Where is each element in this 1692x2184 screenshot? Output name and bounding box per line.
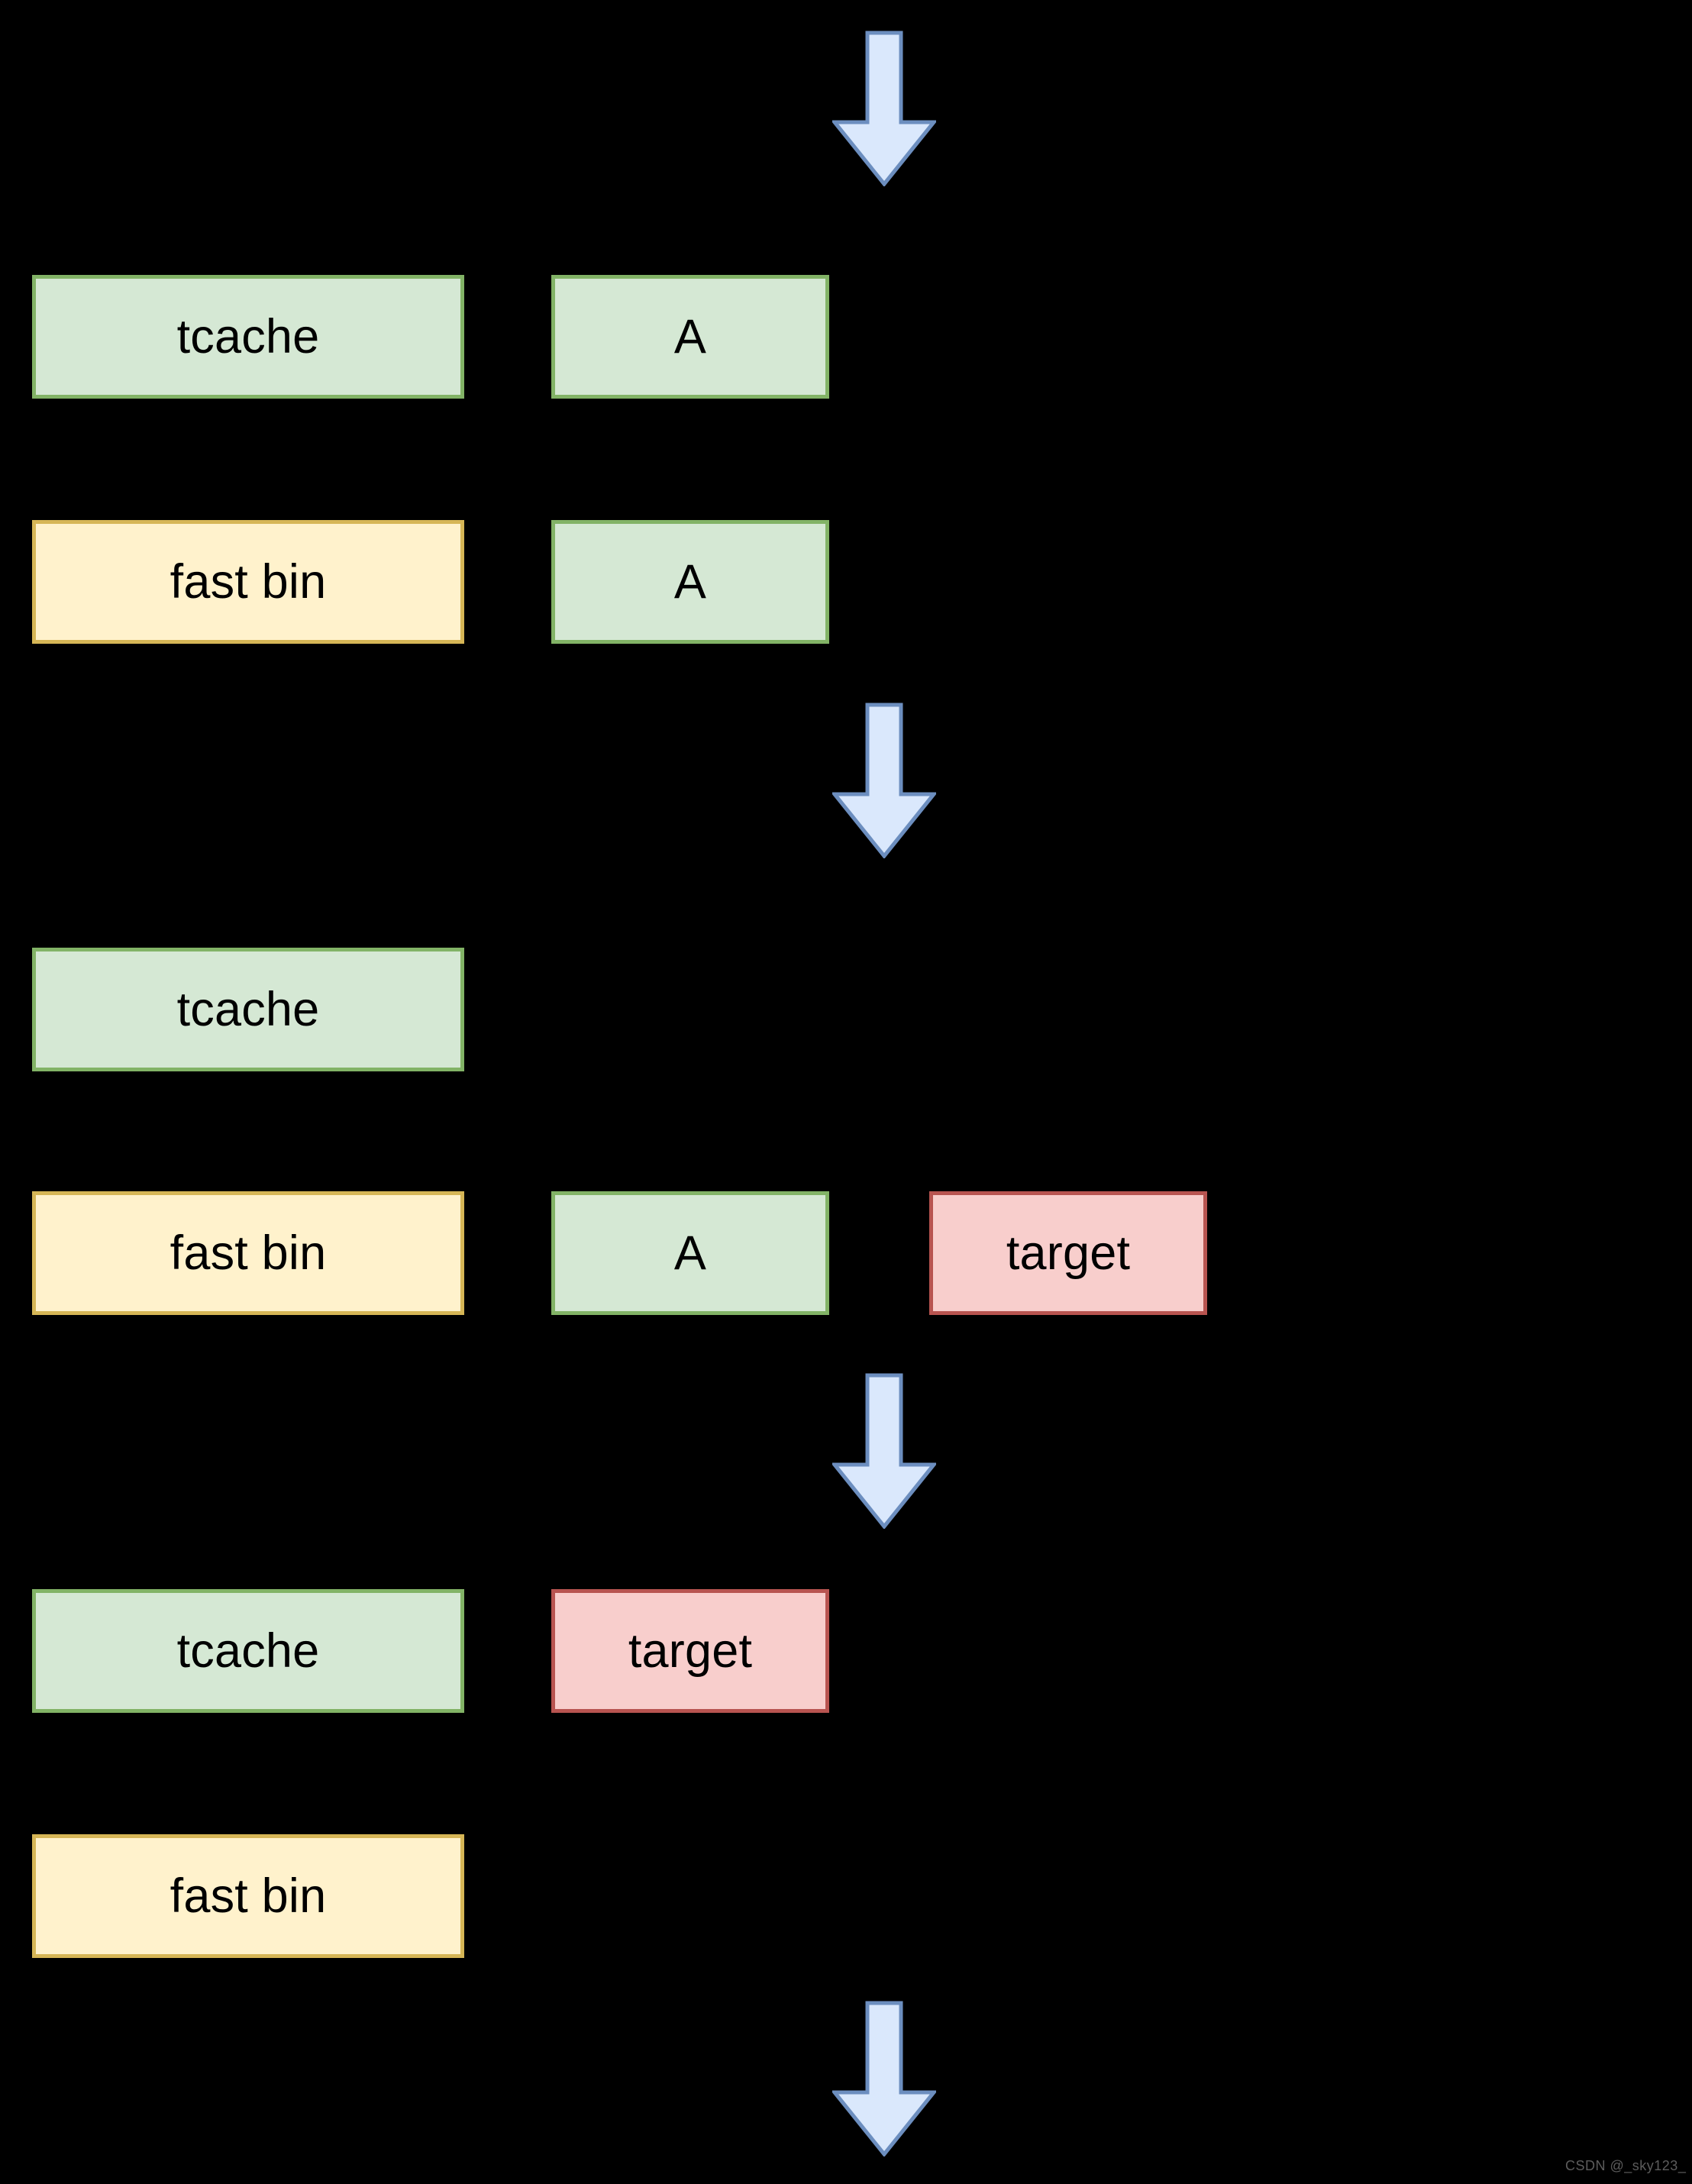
- node-tcache-3[interactable]: tcache: [32, 1589, 464, 1713]
- down-arrow-icon: [832, 1373, 936, 1529]
- node-a-3[interactable]: A: [551, 1191, 829, 1315]
- node-label: tcache: [176, 982, 320, 1036]
- node-tcache-1[interactable]: tcache: [32, 275, 464, 399]
- node-a-2[interactable]: A: [551, 520, 829, 644]
- node-label: A: [673, 554, 707, 609]
- node-tcache-2[interactable]: tcache: [32, 948, 464, 1071]
- node-label: fast bin: [170, 1869, 327, 1923]
- watermark-label: CSDN @_sky123_: [1565, 2158, 1687, 2173]
- node-fastbin-3[interactable]: fast bin: [32, 1834, 464, 1958]
- down-arrow-icon: [832, 31, 936, 186]
- node-target-1[interactable]: target: [929, 1191, 1207, 1315]
- node-label: target: [628, 1623, 753, 1678]
- node-fastbin-1[interactable]: fast bin: [32, 520, 464, 644]
- down-arrow-icon: [832, 2001, 936, 2157]
- node-label: tcache: [176, 1623, 320, 1678]
- down-arrow-icon: [832, 703, 936, 858]
- node-label: tcache: [176, 309, 320, 363]
- node-label: fast bin: [170, 1226, 327, 1280]
- node-fastbin-2[interactable]: fast bin: [32, 1191, 464, 1315]
- node-label: fast bin: [170, 554, 327, 609]
- node-a-1[interactable]: A: [551, 275, 829, 399]
- node-label: A: [673, 1226, 707, 1280]
- node-target-2[interactable]: target: [551, 1589, 829, 1713]
- node-label: target: [1006, 1226, 1131, 1280]
- node-label: A: [673, 309, 707, 363]
